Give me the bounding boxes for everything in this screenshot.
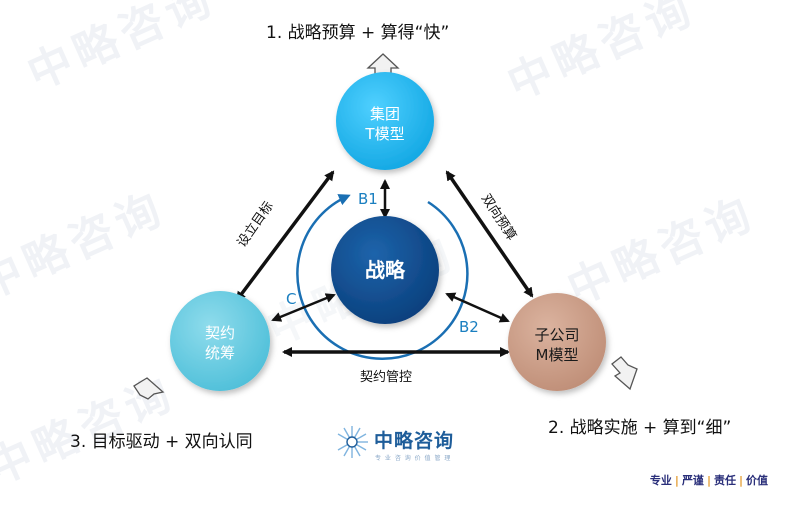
node-left-line2: 统筹 [204, 344, 235, 363]
node-top-line2: T模型 [365, 125, 405, 144]
footer-separator: | [738, 474, 743, 487]
node-right-line1: 子公司 [534, 326, 580, 344]
logo-name: 中略咨询 [374, 430, 455, 452]
node-top-line1: 集团 [369, 105, 400, 123]
arrow-center-right [445, 292, 510, 323]
loop-label-b2: B2 [459, 318, 479, 336]
down-left-block-arrow-icon [133, 377, 165, 400]
logo-mark-icon [337, 426, 368, 458]
node-right-line2: M模型 [535, 346, 579, 365]
footer-slogan: 专业|严谨|责任|价值 [650, 472, 768, 488]
footer-item: 价值 [746, 474, 768, 487]
caption-top: 1. 战略预算 + 算得“快” [266, 23, 450, 43]
node-top-label: 集团 T模型 [336, 104, 434, 145]
footer-item: 严谨 [681, 474, 704, 487]
node-right-circle [508, 293, 606, 391]
edge-label-left-right: 契约管控 [360, 370, 413, 385]
node-left-circle [170, 291, 270, 391]
footer-item: 专业 [649, 474, 672, 487]
caption-left: 3. 目标驱动 + 双向认同 [70, 432, 253, 452]
arrow-top-right [445, 170, 534, 298]
down-right-block-arrow-icon [611, 356, 638, 391]
node-center-label: 战略 [365, 258, 405, 282]
node-top-circle [336, 72, 434, 170]
loop-label-b1: B1 [358, 190, 378, 208]
node-center-circle [331, 216, 439, 324]
node-right-label: 子公司 M模型 [508, 325, 606, 366]
arrow-center-left [271, 293, 336, 322]
arrow-left-top [235, 170, 335, 302]
node-left-line1: 契约 [204, 324, 235, 342]
footer-separator: | [674, 474, 679, 487]
node-left-label: 契约 统筹 [170, 323, 270, 364]
loop-label-c: C [286, 290, 297, 308]
caption-right: 2. 战略实施 + 算到“细” [548, 418, 732, 438]
logo-tagline: 专 业 咨 询 价 值 管 理 [375, 455, 452, 462]
footer-separator: | [706, 474, 711, 487]
footer-item: 责任 [713, 474, 736, 487]
